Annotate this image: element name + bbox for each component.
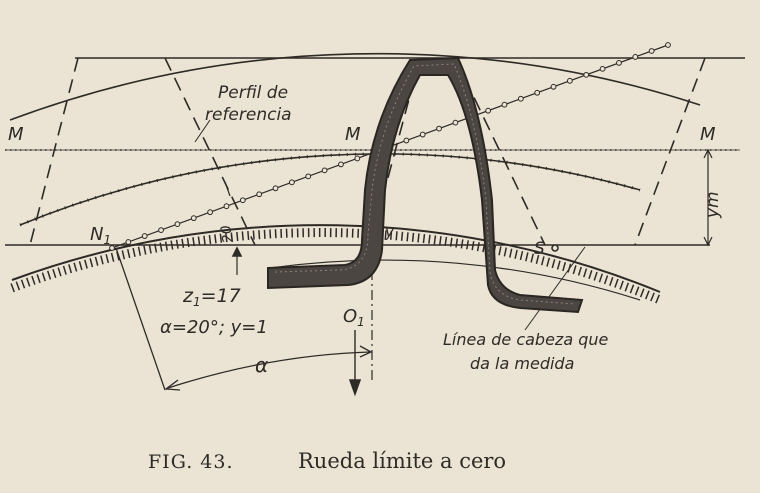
action-line-dot	[321, 167, 328, 174]
point-s	[551, 244, 559, 252]
dim-arrowhead	[231, 246, 243, 257]
action-line-dot	[583, 71, 590, 78]
action-line-dot	[207, 209, 214, 216]
alpha-label: α	[255, 353, 268, 377]
action-line-dot	[158, 227, 164, 233]
dim-arrow-20-top	[224, 181, 231, 197]
action-line-dot	[517, 95, 524, 102]
figure-number: FIG. 43.	[148, 451, 233, 473]
alpha-arrow	[359, 345, 373, 358]
linea-label: Línea de cabeza que	[443, 330, 609, 349]
perfil-leader	[194, 119, 211, 143]
action-line-dot	[566, 77, 573, 84]
outer-circle	[9, 52, 701, 121]
action-line-dot	[338, 161, 344, 168]
o1-label: O1	[343, 306, 365, 329]
action-line-dot	[534, 89, 541, 96]
action-line-dot	[550, 83, 557, 90]
n1-label: N1	[90, 224, 111, 247]
figure-title: Rueda límite a cero	[298, 449, 506, 473]
m-right-label: M	[700, 124, 716, 145]
gear-tooth	[267, 56, 584, 314]
alpha-arc	[167, 351, 371, 389]
m-center-label: M	[345, 124, 361, 145]
base-circle-hatch	[10, 228, 662, 305]
action-line-dot	[419, 131, 426, 138]
rack-dash	[164, 57, 256, 246]
action-line-dot	[632, 54, 639, 60]
action-line-dot	[288, 179, 295, 186]
angle-20-label: 20	[218, 224, 237, 244]
medida-label: da la medida	[470, 354, 574, 373]
referencia-label: referencia	[205, 105, 292, 125]
y-small-label: y	[384, 223, 395, 241]
pitch-circle-dots	[19, 152, 641, 227]
action-line-dot	[354, 155, 361, 162]
action-line-dot	[599, 65, 606, 72]
action-line-dot	[616, 60, 622, 66]
action-line-dot	[436, 125, 442, 132]
action-line-dot	[305, 173, 312, 180]
action-line-dot	[403, 137, 410, 144]
rack-dash	[634, 57, 706, 246]
action-line-dot	[125, 239, 132, 245]
root-circle	[269, 259, 641, 301]
action-line-dot	[190, 215, 197, 222]
action-line-dot	[174, 221, 181, 228]
action-line-dot	[109, 245, 115, 251]
base-circle	[11, 224, 661, 293]
m-left-label: M	[8, 124, 24, 145]
action-line-dot	[239, 197, 246, 204]
action-line-dot	[665, 42, 671, 48]
action-line-dot	[485, 107, 492, 114]
action-line-dot	[272, 185, 279, 192]
s-label: S	[534, 239, 545, 259]
rack-dash	[29, 57, 79, 246]
z1-label: z1=17	[182, 285, 241, 309]
o1-arrowhead	[348, 379, 362, 397]
ym-label: ym	[703, 191, 723, 219]
action-line-dot	[256, 191, 263, 198]
perfil-label: Perfil de	[218, 83, 288, 103]
radius-n1	[115, 247, 166, 391]
action-line-dot	[452, 119, 459, 126]
action-line-dot	[501, 101, 508, 108]
action-line-dot	[141, 233, 148, 239]
action-line-dot	[648, 48, 655, 54]
pitch-circle	[19, 153, 641, 226]
ym-arrow	[703, 148, 713, 247]
alpha-arrow	[164, 379, 181, 391]
action-line-dot	[223, 203, 230, 210]
params-label: α=20°; y=1	[160, 317, 268, 338]
linea-leader	[524, 246, 586, 331]
gear-tooth-texture	[274, 63, 576, 305]
